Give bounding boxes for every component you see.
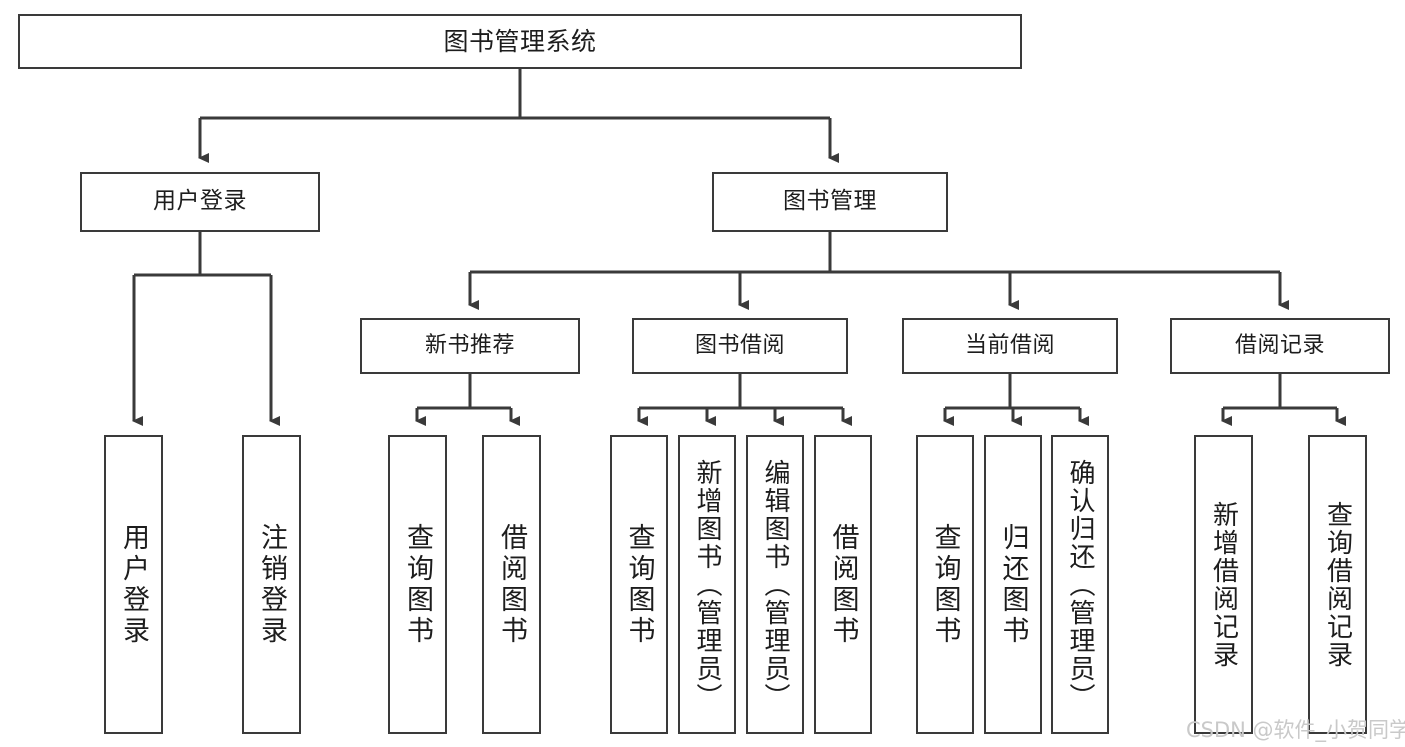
node-level2-loan_record[interactable]: 借阅记录 — [1170, 318, 1390, 374]
csdn-watermark: CSDN @软件_小贺同学 — [1186, 718, 1405, 742]
node-leaf-borrow-book-2-label: 借阅图书 — [827, 522, 859, 647]
node-leaf-query-book-2-label: 查询图书 — [623, 522, 655, 647]
node-leaf-add-book-label: 新增图书（管理员） — [692, 458, 722, 711]
node-leaf-user-login[interactable]: 用户登录 — [104, 435, 163, 734]
node-leaf-borrow-book-1-label: 借阅图书 — [496, 522, 527, 647]
node-leaf-logout[interactable]: 注销登录 — [242, 435, 301, 734]
node-leaf-return-book-label: 归还图书 — [997, 522, 1029, 647]
node-level2-book_borrow-label: 图书借阅 — [694, 333, 785, 359]
node-leaf-query-book-2[interactable]: 查询图书 — [610, 435, 668, 734]
node-leaf-edit-book[interactable]: 编辑图书（管理员） — [746, 435, 804, 734]
node-level1-user_login-label: 用户登录 — [153, 188, 247, 215]
node-leaf-confirm-return[interactable]: 确认归还（管理员） — [1051, 435, 1109, 734]
node-leaf-logout-label: 注销登录 — [256, 522, 287, 647]
node-level1-book_mgmt-label: 图书管理 — [783, 188, 877, 215]
node-leaf-query-loan-record[interactable]: 查询借阅记录 — [1308, 435, 1367, 734]
node-leaf-add-loan-record-label: 新增借阅记录 — [1208, 500, 1239, 669]
node-root-book-management-system-label: 图书管理系统 — [443, 26, 597, 56]
node-leaf-add-book[interactable]: 新增图书（管理员） — [678, 435, 736, 734]
node-level2-loan_record-label: 借阅记录 — [1234, 333, 1325, 359]
node-leaf-add-loan-record[interactable]: 新增借阅记录 — [1194, 435, 1253, 734]
node-level2-new_book_rec[interactable]: 新书推荐 — [360, 318, 580, 374]
node-leaf-return-book[interactable]: 归还图书 — [984, 435, 1042, 734]
node-level1-user_login[interactable]: 用户登录 — [80, 172, 320, 232]
node-leaf-user-login-label: 用户登录 — [118, 522, 149, 647]
node-leaf-query-book-1[interactable]: 查询图书 — [388, 435, 447, 734]
node-leaf-borrow-book-2[interactable]: 借阅图书 — [814, 435, 872, 734]
node-leaf-query-book-3-label: 查询图书 — [929, 522, 961, 647]
node-leaf-edit-book-label: 编辑图书（管理员） — [760, 458, 790, 711]
node-leaf-confirm-return-label: 确认归还（管理员） — [1065, 458, 1095, 711]
node-level2-current_loan[interactable]: 当前借阅 — [902, 318, 1118, 374]
node-level2-book_borrow[interactable]: 图书借阅 — [632, 318, 848, 374]
node-leaf-query-book-1-label: 查询图书 — [402, 522, 433, 647]
node-leaf-borrow-book-1[interactable]: 借阅图书 — [482, 435, 541, 734]
node-root-book-management-system[interactable]: 图书管理系统 — [18, 14, 1022, 69]
node-level2-current_loan-label: 当前借阅 — [964, 333, 1055, 359]
node-leaf-query-loan-record-label: 查询借阅记录 — [1322, 500, 1353, 669]
node-leaf-query-book-3[interactable]: 查询图书 — [916, 435, 974, 734]
node-level1-book_mgmt[interactable]: 图书管理 — [712, 172, 948, 232]
node-level2-new_book_rec-label: 新书推荐 — [424, 333, 515, 359]
